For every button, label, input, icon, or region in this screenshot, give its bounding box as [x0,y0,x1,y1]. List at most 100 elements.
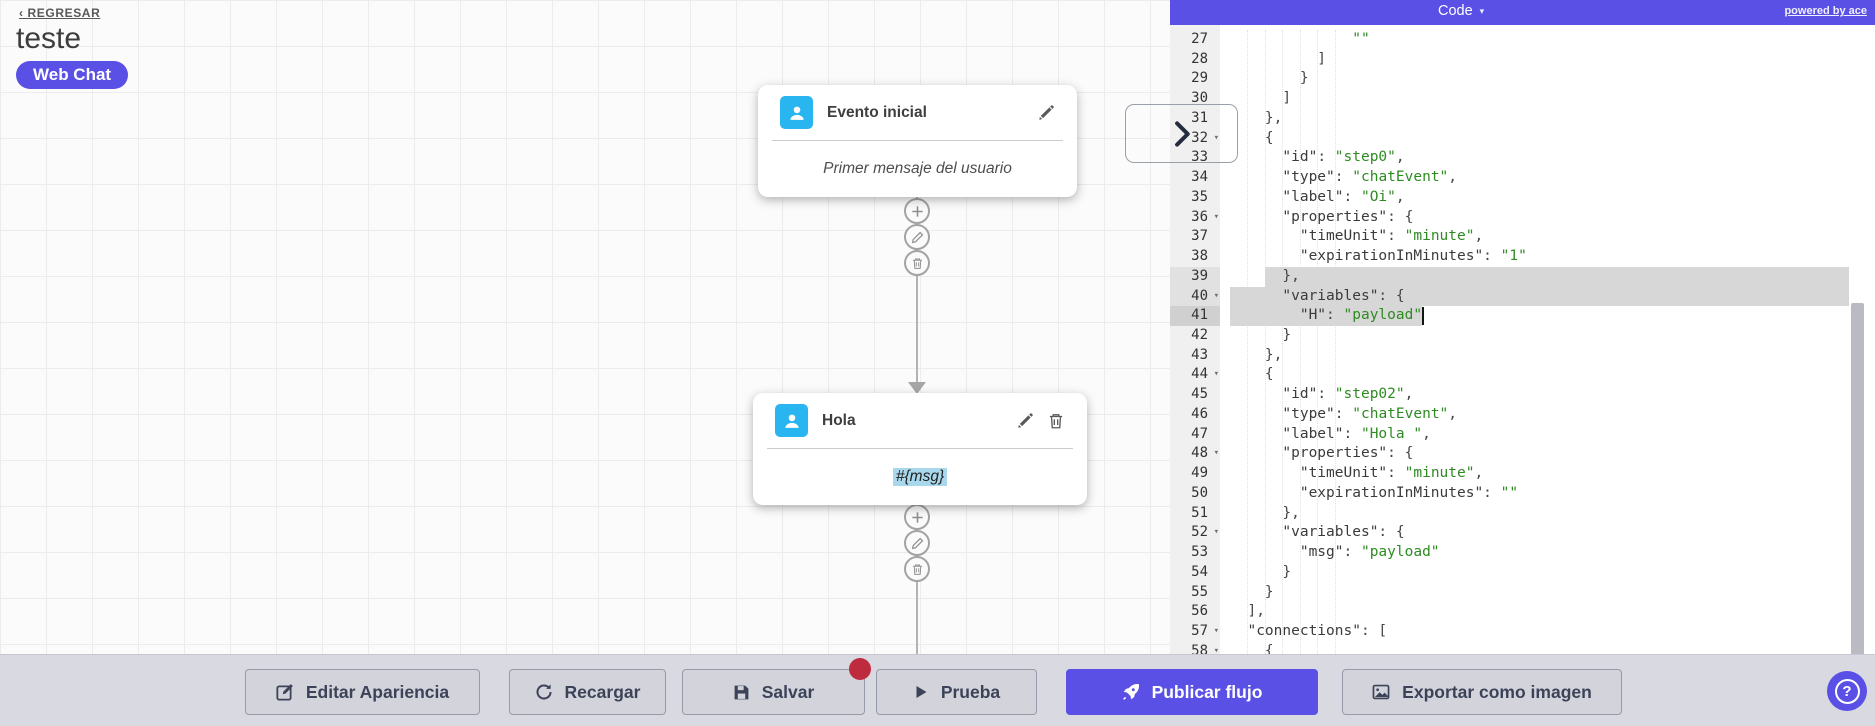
fold-arrow-icon[interactable]: ▾ [1213,626,1219,637]
edit-connection-button[interactable] [904,530,930,556]
code-line[interactable]: "label": "Hola ", [1282,425,1431,442]
code-line[interactable]: "id": "step0", [1282,149,1405,166]
reload-button[interactable]: Recargar [509,669,666,715]
gutter-line[interactable]: 58▾ [1170,642,1220,654]
code-line[interactable]: { [1230,366,1274,383]
test-button[interactable]: Prueba [876,669,1037,715]
code-line[interactable]: "variables": { [1282,524,1405,541]
flow-node-evento-inicial[interactable]: Evento inicial Primer mensaje del usuari… [758,85,1077,197]
code-line[interactable]: } [1230,583,1274,600]
gutter-line[interactable]: 34 [1191,169,1208,186]
code-line[interactable]: ], [1230,603,1265,620]
help-button[interactable]: ? [1827,671,1867,711]
code-line[interactable]: "properties": { [1282,445,1414,462]
code-line[interactable]: "H": "payload" [1220,306,1849,327]
save-button[interactable]: Salvar [682,669,865,715]
code-line[interactable]: "msg": "payload" [1299,544,1440,561]
fold-arrow-icon[interactable]: ▾ [1213,369,1219,380]
code-line[interactable]: } [1230,563,1292,580]
fold-arrow-icon[interactable]: ▾ [1213,211,1219,222]
edit-node-icon[interactable] [1037,104,1055,122]
code-line[interactable]: ] [1230,90,1292,107]
fold-arrow-icon[interactable]: ▾ [1213,527,1219,538]
code-line[interactable]: "type": "chatEvent", [1282,169,1458,186]
gutter-line[interactable]: 33 [1191,149,1208,166]
add-step-button[interactable] [904,504,930,530]
gutter-line[interactable]: 52▾ [1170,523,1220,543]
gutter-line[interactable]: 51 [1191,504,1208,521]
code-line[interactable]: "" [1352,31,1370,47]
gutter-line[interactable]: 44▾ [1170,365,1220,385]
code-line[interactable]: { [1230,129,1274,146]
fold-arrow-icon[interactable]: ▾ [1213,290,1219,301]
gutter-line[interactable]: 43 [1191,346,1208,363]
delete-connection-button[interactable] [904,250,930,276]
gutter-line[interactable]: 50 [1191,484,1208,501]
code-area[interactable]: "" ] } ] }, { "id": "step0", "type": "ch… [1220,25,1849,654]
code-line[interactable]: "id": "step02", [1282,386,1414,403]
delete-node-icon[interactable] [1047,412,1065,430]
gutter-line[interactable]: 46 [1191,405,1208,422]
gutter-line[interactable]: 54 [1191,563,1208,580]
code-line[interactable]: "label": "Oi", [1282,188,1405,205]
code-line[interactable]: }, [1230,346,1283,363]
node-header: Hola [753,393,1087,448]
flow-node-hola[interactable]: Hola #{msg} [753,393,1087,505]
fold-arrow-icon[interactable]: ▾ [1213,645,1219,654]
editor-scrollbar-thumb[interactable] [1851,303,1864,654]
code-line[interactable]: "connections": [ [1247,623,1388,640]
code-line[interactable]: }, [1230,504,1300,521]
edit-appearance-button[interactable]: Editar Apariencia [245,669,480,715]
code-line[interactable]: ] [1230,50,1327,67]
flow-canvas[interactable]: ‹ REGRESAR teste Web Chat [0,0,1170,654]
gutter-line[interactable]: 30 [1191,90,1208,107]
gutter-line[interactable]: 36▾ [1170,208,1220,228]
edit-connection-button[interactable] [904,224,930,250]
gutter-line[interactable]: 42 [1191,327,1208,344]
code-line[interactable]: }, [1230,109,1283,126]
code-line[interactable]: { [1230,642,1274,654]
fold-arrow-icon[interactable]: ▾ [1213,448,1219,459]
code-line[interactable]: "type": "chatEvent", [1282,405,1458,422]
delete-connection-button[interactable] [904,556,930,582]
back-link[interactable]: ‹ REGRESAR [19,6,101,20]
gutter-line[interactable]: 41 [1170,306,1220,327]
code-mode-dropdown[interactable]: Code ▾ [1438,3,1484,19]
publish-flow-button[interactable]: Publicar flujo [1066,669,1318,715]
code-line[interactable]: "timeUnit": "minute", [1299,228,1484,245]
gutter-line[interactable]: 38 [1191,248,1208,265]
code-line[interactable]: "expirationInMinutes": "" [1299,484,1519,501]
gutter-line[interactable]: 48▾ [1170,444,1220,464]
gutter-line[interactable]: 27 [1191,31,1208,47]
edit-node-icon[interactable] [1016,412,1034,430]
gutter-line[interactable]: 32▾ [1170,129,1220,149]
collapse-code-panel-button[interactable] [1125,104,1238,163]
chevron-down-icon: ▾ [1479,5,1485,16]
gutter-line[interactable]: 56 [1191,603,1208,620]
gutter-line[interactable]: 57▾ [1170,622,1220,642]
fold-arrow-icon[interactable]: ▾ [1213,132,1219,143]
code-line[interactable]: "variables": { [1220,286,1849,307]
code-line[interactable]: "expirationInMinutes": "1" [1299,248,1527,265]
code-line[interactable]: "properties": { [1282,208,1414,225]
gutter-line[interactable]: 45 [1191,386,1208,403]
gutter-line[interactable]: 29 [1191,70,1208,87]
gutter-line[interactable]: 31 [1191,109,1208,126]
powered-by-ace-link[interactable]: powered by ace [1784,5,1867,17]
gutter-line[interactable]: 47 [1191,425,1208,442]
code-line[interactable]: }, [1220,266,1849,287]
gutter-line[interactable]: 55 [1191,583,1208,600]
gutter-line[interactable]: 40▾ [1170,286,1220,307]
code-line[interactable]: } [1230,327,1292,344]
code-line[interactable]: } [1230,70,1309,87]
gutter-line[interactable]: 53 [1191,544,1208,561]
gutter-line[interactable]: 37 [1191,228,1208,245]
gutter-line[interactable]: 35 [1191,188,1208,205]
gutter-line[interactable]: 39 [1170,266,1220,287]
add-step-button[interactable] [904,198,930,224]
code-line[interactable]: "timeUnit": "minute", [1299,465,1484,482]
export-image-button[interactable]: Exportar como imagen [1342,669,1622,715]
gutter-line[interactable]: 28 [1191,50,1208,67]
gutter-line[interactable]: 49 [1191,465,1208,482]
